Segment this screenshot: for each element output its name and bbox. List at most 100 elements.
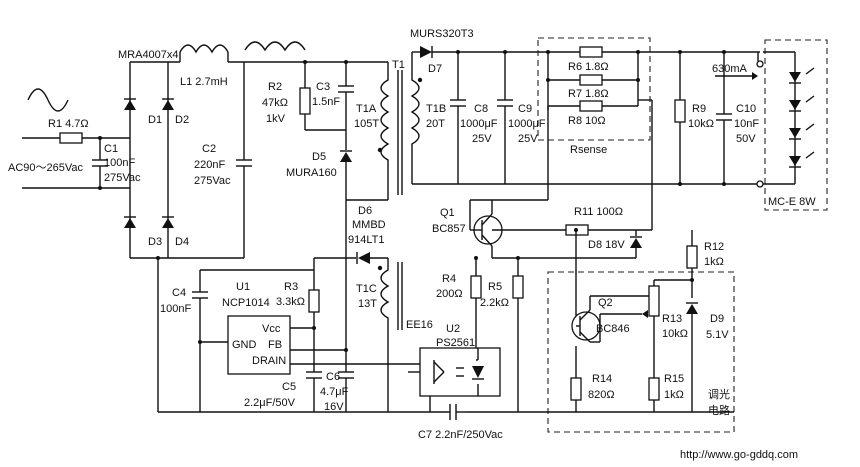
label-q1-part: BC857 — [432, 223, 466, 235]
label-r8: R8 10Ω — [568, 115, 606, 127]
label-c9-rating: 25V — [518, 133, 538, 145]
label-r13: R13 — [662, 313, 682, 325]
label-d6-part: MMBD — [352, 219, 386, 231]
label-r11: R11 100Ω — [574, 206, 623, 218]
label-c8-rating: 25V — [472, 133, 492, 145]
label-r6: R6 1.8Ω — [568, 61, 609, 73]
label-c10-rating: 50V — [736, 133, 756, 145]
bridge-rectifier — [124, 61, 180, 259]
label-dimming-2: 电路 — [708, 404, 730, 417]
label-d5-part: MURA160 — [286, 167, 337, 179]
label-r15: R15 — [664, 373, 684, 385]
source-url: http://www.go-gddq.com — [680, 449, 798, 461]
label-c10-value: 10nF — [734, 118, 759, 130]
label-d9-value: 5.1V — [706, 329, 729, 341]
label-c3-value: 1.5nF — [312, 96, 340, 108]
c8-capacitor — [450, 50, 466, 184]
label-q2-part: BC846 — [596, 323, 630, 335]
label-q1: Q1 — [440, 207, 455, 219]
label-d8: D8 18V — [588, 239, 625, 251]
label-u2-part: PS2561 — [436, 337, 475, 349]
label-q2: Q2 — [598, 297, 613, 309]
c2-capacitor — [236, 62, 252, 258]
label-dimming-1: 调光 — [708, 387, 730, 401]
label-drain: DRAIN — [252, 355, 286, 367]
c9-capacitor — [497, 50, 513, 184]
label-c1-rating: 275Vac — [104, 172, 141, 184]
label-630ma: 630mA — [712, 63, 748, 75]
label-c5-value: 2.2μF/50V — [244, 397, 296, 409]
label-r13-value: 10kΩ — [662, 328, 688, 340]
label-c3: C3 — [316, 81, 330, 93]
transformer-core — [397, 70, 403, 195]
label-c1: C1 — [104, 143, 118, 155]
label-c6-value: 4.7μF — [320, 386, 349, 398]
u1-ic — [200, 315, 420, 375]
label-d2: D2 — [175, 114, 189, 126]
label-r7: R7 1.8Ω — [568, 88, 609, 100]
label-d1: D1 — [148, 114, 162, 126]
label-l1: L1 2.7mH — [180, 76, 228, 88]
label-r9: R9 — [692, 103, 706, 115]
t1b-secondary-winding — [410, 52, 423, 184]
u2-optocoupler — [408, 347, 501, 412]
label-c10: C10 — [736, 103, 756, 115]
label-r12: R12 — [704, 241, 724, 253]
label-r4: R4 — [442, 273, 456, 285]
label-d9: D9 — [710, 313, 724, 325]
label-r12-value: 1kΩ — [704, 256, 724, 268]
label-d3: D3 — [148, 236, 162, 248]
c4-capacitor — [192, 269, 314, 412]
label-r2: R2 — [268, 81, 282, 93]
label-ac: AC90～265Vac — [8, 162, 84, 174]
label-c6: C6 — [326, 371, 340, 383]
label-t1a-turns: 105T — [354, 118, 379, 130]
dimming-circuit — [547, 230, 735, 433]
led-module — [715, 39, 828, 211]
label-mce: MC-E 8W — [768, 196, 816, 208]
label-r2-value: 47kΩ — [262, 97, 288, 109]
label-d6-part2: 914LT1 — [348, 234, 385, 246]
label-c7: C7 2.2nF/250Vac — [418, 429, 503, 441]
d5-diode — [340, 130, 388, 201]
label-r5-value: 2.2kΩ — [480, 297, 509, 309]
d7-diode — [412, 46, 548, 58]
c5-c6 — [306, 348, 354, 412]
label-r14-value: 820Ω — [588, 389, 615, 401]
d6-t1c — [314, 200, 403, 412]
label-c1-value: 100nF — [104, 157, 135, 169]
label-c9: C9 — [518, 103, 532, 115]
label-c2-value: 220nF — [194, 159, 225, 171]
r2-c3-snubber — [299, 60, 354, 131]
labels: MRA4007x4 L1 2.7mH R1 4.7Ω C1 100nF 275V… — [8, 28, 816, 461]
label-rsense: Rsense — [570, 144, 607, 156]
label-r9-value: 10kΩ — [688, 118, 714, 130]
label-d4: D4 — [175, 236, 189, 248]
label-u1-part: NCP1014 — [222, 297, 270, 309]
label-t1a: T1A — [356, 103, 377, 115]
r4-r5 — [470, 256, 524, 412]
label-c5: C5 — [282, 381, 296, 393]
label-mra: MRA4007x4 — [118, 49, 179, 61]
label-r14: R14 — [592, 373, 612, 385]
label-c4-value: 100nF — [160, 303, 191, 315]
c10-capacitor — [716, 50, 732, 186]
c7-capacitor — [449, 404, 466, 420]
l1-inductor — [179, 44, 229, 62]
label-t1b-turns: 20T — [426, 118, 445, 130]
label-c8-value: 1000μF — [460, 118, 498, 130]
label-ee16: EE16 — [406, 319, 433, 331]
r3-resistor — [308, 258, 320, 372]
label-c6-rating: 16V — [324, 401, 344, 413]
label-gnd: GND — [232, 339, 257, 351]
label-t1c: T1C — [356, 283, 377, 295]
label-t1c-turns: 13T — [358, 298, 377, 310]
label-t1b: T1B — [426, 103, 446, 115]
label-c2: C2 — [202, 143, 216, 155]
label-r15-value: 1kΩ — [664, 389, 684, 401]
t1a-primary-winding — [377, 62, 390, 200]
label-r3-value: 3.3kΩ — [276, 296, 305, 308]
label-fb: FB — [268, 339, 282, 351]
ac-source-symbol — [27, 88, 69, 112]
